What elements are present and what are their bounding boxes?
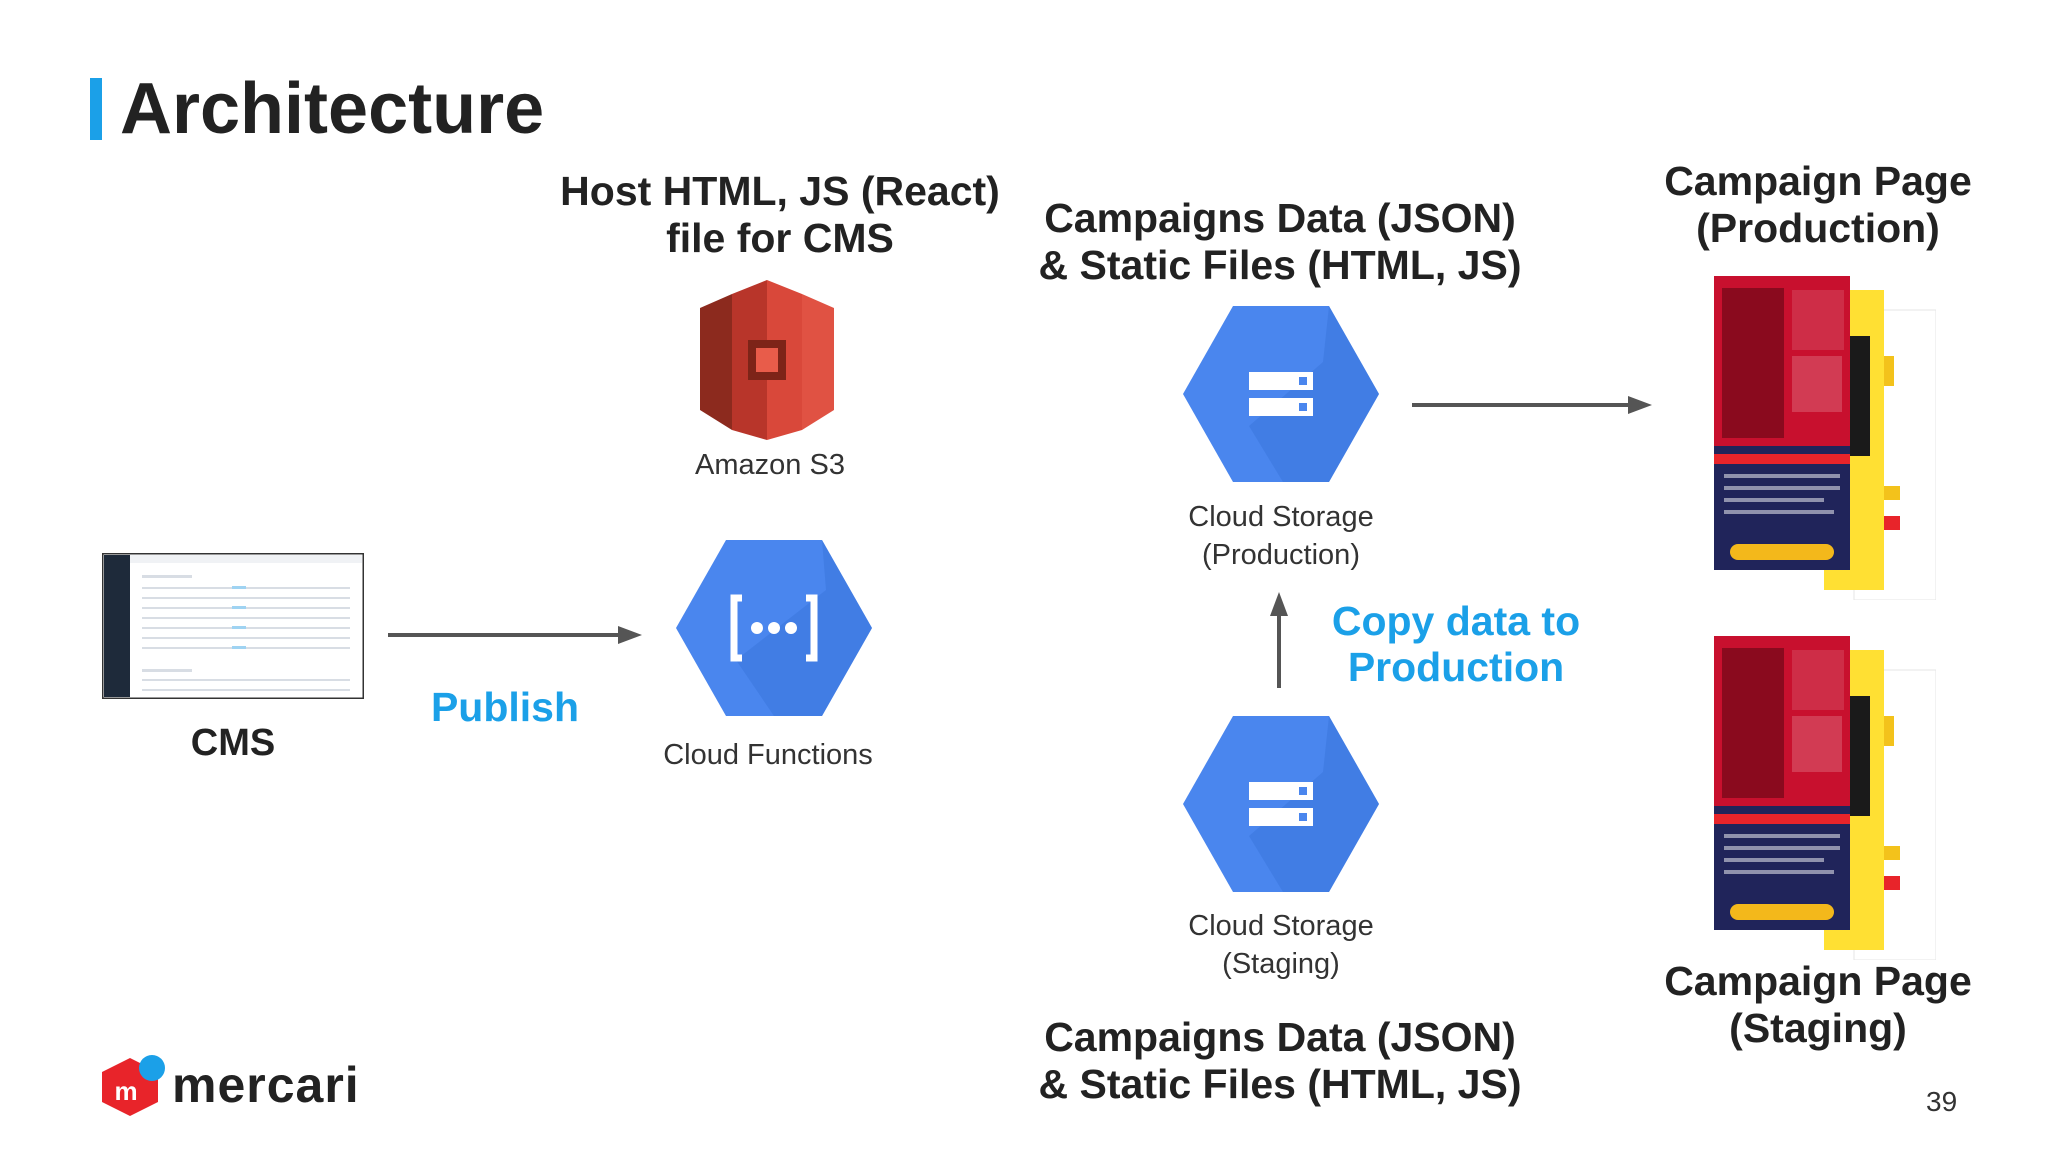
cloud-storage-staging-icon [1183,716,1379,892]
copy-label: Copy data to Production [1306,598,1606,690]
page-number: 39 [1926,1086,1958,1117]
campaign-production-heading: Campaign Page (Production) [1620,158,2016,252]
storage-production-label: Cloud Storage (Production) [1150,498,1412,574]
storage-staging-heading: Campaigns Data (JSON) & Static Files (HT… [1020,1014,1540,1108]
s3-heading-line1: Host HTML, JS (React) [560,168,1000,214]
copy-arrow [1264,590,1294,690]
campaign-staging-heading-line2: (Staging) [1729,1005,1907,1051]
storage-production-heading-line1: Campaigns Data (JSON) [1044,195,1516,241]
cloud-storage-production-icon [1183,306,1379,482]
campaign-production-heading-line2: (Production) [1696,205,1940,251]
cloud-functions-label: Cloud Functions [663,739,873,771]
publish-label: Publish [430,684,580,730]
s3-label: Amazon S3 [695,449,845,481]
campaign-production-heading-line1: Campaign Page [1664,158,1972,204]
title-accent-bar [90,78,102,140]
mercari-logo: m mercari [100,1054,360,1120]
copy-label-line1: Copy data to [1331,598,1581,644]
mercari-logo-mark: m [102,1055,165,1116]
mercari-wordmark: mercari [172,1057,360,1113]
s3-heading-line2: file for CMS [666,215,894,261]
storage-staging-label: Cloud Storage (Staging) [1150,907,1412,983]
cms-screenshot [100,551,366,701]
storage-production-heading: Campaigns Data (JSON) & Static Files (HT… [1020,195,1540,289]
copy-label-line2: Production [1347,644,1565,690]
campaign-staging-screenshot [1714,636,1937,961]
campaign-staging-heading: Campaign Page (Staging) [1620,958,2016,1052]
storage-staging-heading-line2: & Static Files (HTML, JS) [1038,1061,1522,1107]
cms-label: CMS [190,722,276,764]
storage-production-label-line2: (Production) [1202,539,1360,571]
campaign-production-screenshot [1714,276,1937,601]
campaign-staging-heading-line1: Campaign Page [1664,958,1972,1004]
cloud-functions-icon [676,540,872,716]
publish-arrow [386,620,646,650]
storage-staging-heading-line1: Campaigns Data (JSON) [1044,1014,1516,1060]
s3-heading: Host HTML, JS (React) file for CMS [530,168,1030,262]
production-to-page-arrow [1410,390,1656,420]
amazon-s3-icon [700,280,834,440]
storage-staging-label-line2: (Staging) [1222,948,1340,980]
storage-production-label-line1: Cloud Storage [1188,501,1374,533]
storage-production-heading-line2: & Static Files (HTML, JS) [1038,242,1522,288]
mercari-logo-letter: m [114,1076,137,1106]
page-title: Architecture [120,69,545,149]
storage-staging-label-line1: Cloud Storage [1188,910,1374,942]
